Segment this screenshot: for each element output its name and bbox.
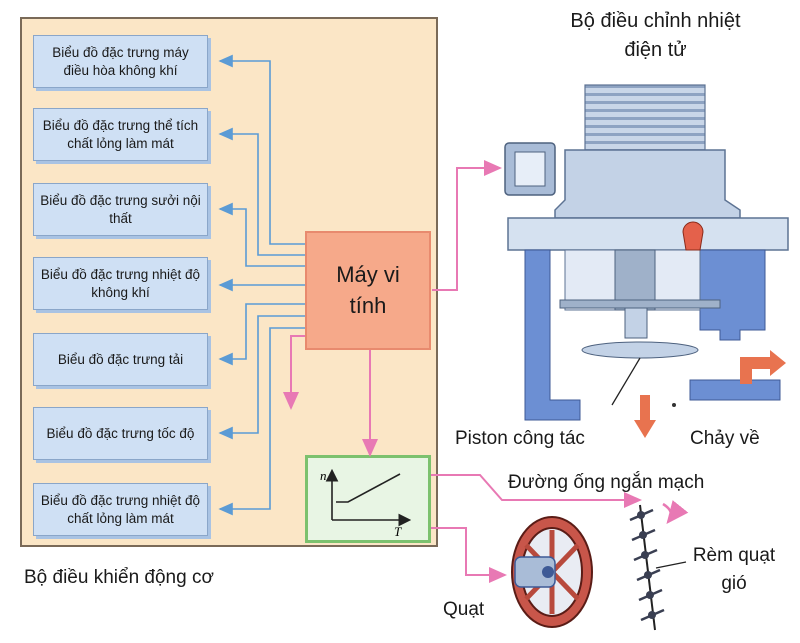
chart-box-interior-heating: Biểu đồ đặc trưng sưởi nội thất xyxy=(33,183,208,236)
input-arrows xyxy=(218,54,305,516)
graph-y-label: n xyxy=(320,468,327,483)
piston-label: Piston công tác xyxy=(455,428,585,449)
chart-box-load: Biểu đồ đặc trưng tải xyxy=(33,333,208,386)
shutter-label: Rèm quạt gió xyxy=(692,545,776,594)
chart-box-coolant-temperature: Biểu đồ đặc trưng nhiệt độ chất lỏng làm… xyxy=(33,483,208,536)
chart-box-air-temperature: Biểu đồ đặc trưng nhiệt độ không khí xyxy=(33,257,208,310)
chart-box-label: Biểu đồ đặc trưng tốc độ xyxy=(46,425,195,441)
chart-box-label: Biểu đồ đặc trưng nhiệt độ chất lỏng làm… xyxy=(40,493,201,526)
shutter-illustration xyxy=(629,500,689,631)
microcomputer-box: Máy vi tính xyxy=(305,231,431,350)
chart-box-speed: Biểu đồ đặc trưng tốc độ xyxy=(33,407,208,460)
characteristic-graph: n T xyxy=(320,468,412,539)
engine-controller-title: Bộ điều khiển động cơ xyxy=(24,567,214,588)
microcomputer-label: Máy vi tính xyxy=(336,261,400,318)
signal-arrows xyxy=(283,160,642,583)
fan-illustration xyxy=(511,516,593,628)
chart-box-label: Biểu đồ đặc trưng tải xyxy=(57,351,184,367)
chart-box-label: Biểu đồ đặc trưng sưởi nội thất xyxy=(40,193,201,226)
graph-curve xyxy=(336,473,401,503)
chart-box-label: Biểu đồ đặc trưng máy điều hòa không khí xyxy=(52,45,189,78)
chart-box-label: Biểu đồ đặc trưng thể tích chất lỏng làm… xyxy=(42,118,199,151)
chart-box-coolant-volume: Biểu đồ đặc trưng thể tích chất lỏng làm… xyxy=(33,108,208,161)
chart-box-air-conditioner: Biểu đồ đặc trưng máy điều hòa không khí xyxy=(33,35,208,88)
thermostat-title: Bộ điều chỉnh nhiệt điện tử xyxy=(570,10,741,61)
return-flow-label: Chảy về xyxy=(690,428,760,449)
chart-box-label: Biểu đồ đặc trưng nhiệt độ không khí xyxy=(40,267,201,300)
graph-x-label: T xyxy=(394,524,402,539)
thermostat-illustration xyxy=(504,84,789,438)
fan-label: Quạt xyxy=(443,599,485,620)
bypass-pipe-label: Đường ống ngắn mạch xyxy=(508,472,705,493)
